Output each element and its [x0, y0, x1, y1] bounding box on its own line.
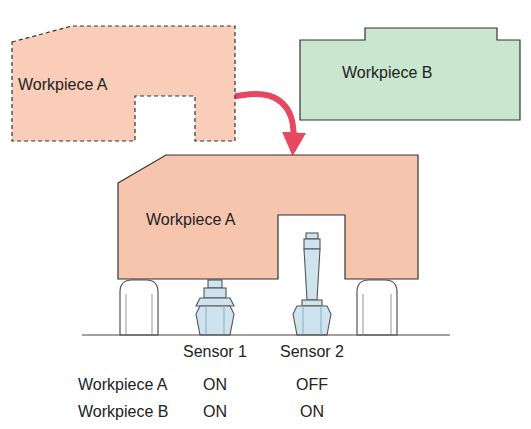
workpiece-b: Workpiece B — [300, 28, 521, 120]
table-row-head: Workpiece A — [78, 376, 168, 394]
workpiece-label: Workpiece A — [146, 211, 236, 229]
sensor-name: Sensor 2 — [280, 343, 344, 361]
base-line — [82, 334, 450, 335]
table-row-head: Workpiece B — [78, 403, 168, 421]
table-cell: ON — [203, 403, 227, 421]
table-cell: OFF — [296, 376, 328, 394]
table-cell: ON — [203, 376, 227, 394]
sensor-name: Sensor 1 — [183, 343, 247, 361]
sensor-1-symbol — [196, 280, 234, 335]
workpiece-a-before: Workpiece A — [12, 26, 236, 142]
table-cell: ON — [300, 403, 324, 421]
support-block — [120, 280, 397, 335]
move-arrow — [236, 94, 294, 149]
workpiece-label: Workpiece A — [18, 76, 108, 94]
workpiece-label: Workpiece B — [342, 64, 432, 82]
sensor-2-symbol — [293, 233, 331, 335]
workpiece-a-placed: Workpiece A — [118, 155, 418, 279]
